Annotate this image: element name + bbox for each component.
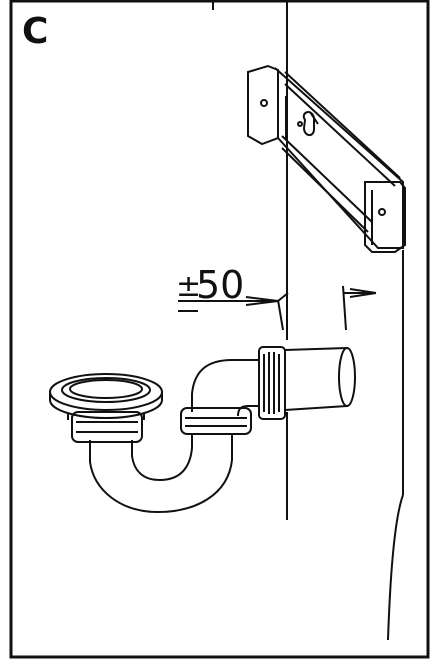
dimension-plusminus: ± <box>176 269 201 304</box>
wall-pipe-icon <box>284 347 356 411</box>
wall-bracket-icon <box>247 64 406 253</box>
figure-border <box>9 0 430 659</box>
dimension-marker <box>178 285 377 331</box>
cabinet-panel <box>286 2 404 641</box>
step-label: C <box>22 11 49 52</box>
dimension-value: 50 <box>196 263 244 307</box>
drain-strainer-icon <box>49 373 163 420</box>
p-trap-icon <box>71 346 286 514</box>
